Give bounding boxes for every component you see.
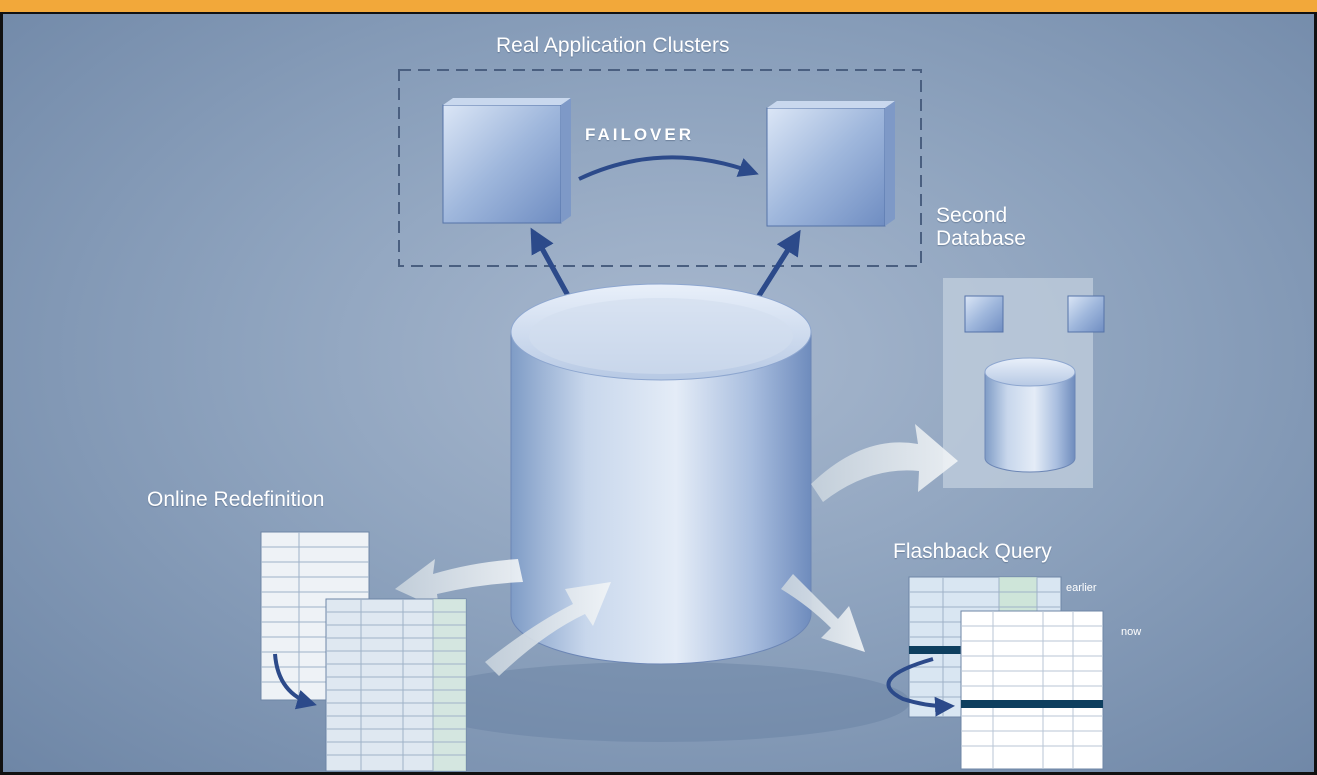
arrow-to-flashback-query xyxy=(781,574,865,652)
now-label: now xyxy=(1121,626,1142,638)
rac-cluster-box xyxy=(398,69,922,267)
failover-arrow xyxy=(578,155,759,181)
flashback-query-title: Flashback Query xyxy=(893,540,1052,563)
online-redefinition-title: Online Redefinition xyxy=(147,488,325,511)
second-database-title: Second Database xyxy=(936,204,1026,250)
flashback-time-arrow xyxy=(886,657,955,717)
top-banner xyxy=(0,0,1317,14)
diagram-canvas: Real Application Clusters FAILOVER Secon… xyxy=(3,14,1314,772)
flashback-table-now xyxy=(960,610,1104,770)
diagram-graphics xyxy=(260,69,1105,772)
arrow-to-online-redefinition xyxy=(395,559,523,609)
cluster-node-left xyxy=(442,98,571,224)
main-database-cylinder xyxy=(410,283,910,742)
second-database-panel xyxy=(943,278,1105,488)
arrow-from-redefinition-to-db xyxy=(485,582,611,676)
earlier-label: earlier xyxy=(1066,582,1097,594)
cluster-node-right xyxy=(766,101,895,227)
rac-title: Real Application Clusters xyxy=(496,34,730,57)
arrow-to-second-database xyxy=(811,424,958,502)
failover-label: FAILOVER xyxy=(585,125,695,144)
redefinition-table-new xyxy=(325,598,467,772)
second-database-line2: Database xyxy=(936,227,1026,251)
second-database-line1: Second xyxy=(936,204,1008,227)
redefinition-swap-arrow xyxy=(273,653,317,710)
